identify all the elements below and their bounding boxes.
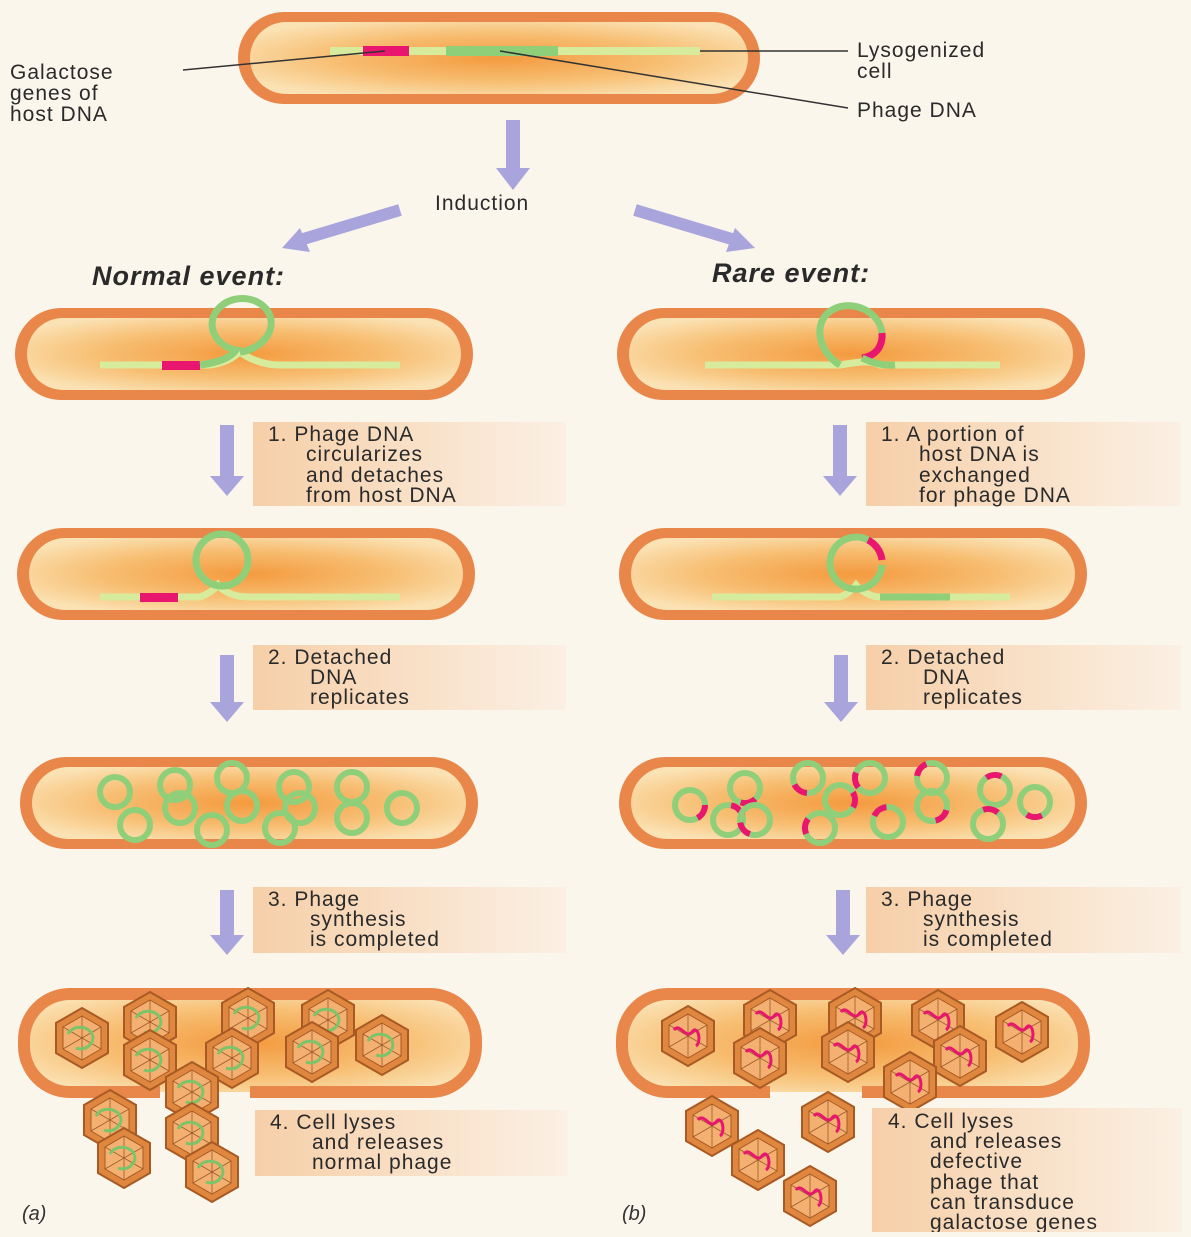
rare-cell-looping: [617, 308, 1085, 400]
normal-cell-replicated: [20, 757, 478, 849]
rare-step1-line-4: for phage DNA: [919, 484, 1071, 507]
rare-step3-line-3: is completed: [923, 928, 1053, 951]
arrow-right-diagonal-icon: [635, 210, 755, 252]
normal-step2-line-3: replicates: [310, 686, 410, 709]
defective-phage-icon: [686, 1096, 738, 1156]
rare-step1-line-2: host DNA is: [919, 443, 1040, 466]
host-dna-strand: [705, 362, 1000, 365]
step-arrow-icon: [824, 655, 858, 722]
galactose-gene-segment: [140, 593, 178, 602]
galactose-label-3: host DNA: [10, 103, 108, 126]
defective-phage-icon: [802, 1092, 854, 1152]
defective-phage-icon: [732, 1130, 784, 1190]
galactose-label-1: Galactose: [10, 61, 114, 84]
step-arrow-icon: [210, 890, 244, 955]
step-arrow-icon: [210, 425, 244, 496]
rare-step4-line-6: galactose genes: [930, 1211, 1098, 1232]
galactose-gene-segment: [983, 809, 998, 813]
lysogenized-label-2: cell: [857, 60, 893, 83]
step-arrow-icon: [823, 425, 857, 496]
arrow-down-icon: [496, 120, 530, 190]
induction-label: Induction: [435, 192, 529, 215]
galactose-gene-segment: [162, 361, 200, 370]
galactose-label-2: genes of: [10, 82, 99, 105]
step-arrow-icon: [826, 890, 860, 955]
galactose-gene-segment: [363, 46, 409, 56]
normal-step4-line-3: normal phage: [312, 1151, 452, 1174]
normal-step3-line-3: is completed: [310, 928, 440, 951]
rare-event-heading: Rare event:: [712, 258, 870, 288]
normal-step1-line-2: circularizes: [306, 443, 423, 466]
panel-letter-a: (a): [22, 1203, 46, 1225]
arrow-left-diagonal-icon: [282, 210, 400, 252]
lysogenized-label-1: Lysogenized: [857, 39, 985, 62]
normal-step1-line-4: from host DNA: [306, 484, 457, 507]
galactose-gene-segment: [855, 773, 858, 788]
galactose-gene-segment: [986, 775, 1001, 778]
galactose-gene-segment: [805, 819, 808, 834]
galactose-gene-segment: [853, 792, 855, 807]
rare-cell-detached: [619, 528, 1087, 620]
defective-phage-icon: [784, 1166, 836, 1226]
step-arrow-icon: [210, 655, 244, 722]
panel-letter-b: (b): [622, 1203, 646, 1225]
normal-event-heading: Normal event:: [92, 261, 285, 291]
galactose-gene-segment: [1027, 815, 1042, 817]
rare-step2-line-3: replicates: [923, 686, 1023, 709]
rare-step4-line-3: defective: [930, 1150, 1023, 1173]
phage-dna-label: Phage DNA: [857, 99, 977, 122]
